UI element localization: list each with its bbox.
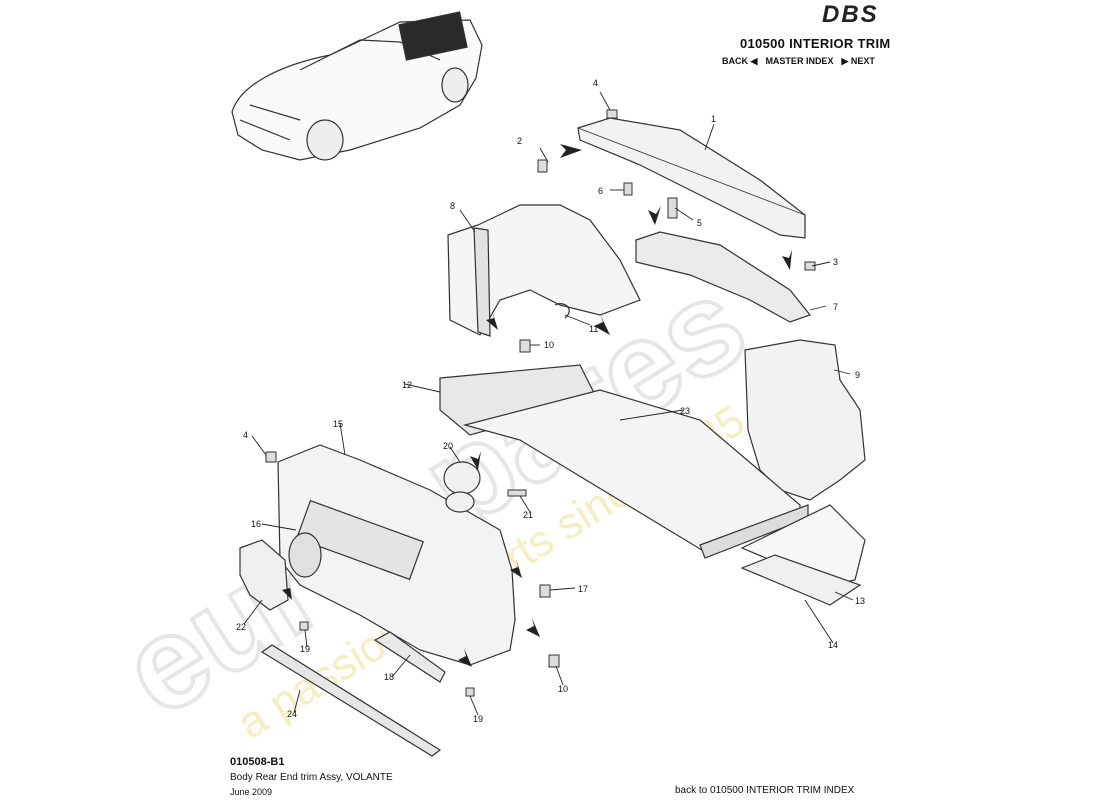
callout-8: 8 <box>450 201 455 211</box>
part-20-grille <box>443 461 481 513</box>
arrow-right-icon: ▶ <box>841 56 849 66</box>
master-index-link[interactable]: MASTER INDEX <box>765 56 834 66</box>
part-8-side-liner <box>447 204 641 337</box>
part-15-bulkhead-panel <box>277 444 516 666</box>
callout-14: 14 <box>828 640 838 650</box>
callout-17: 17 <box>578 584 588 594</box>
section-title: 010500 INTERIOR TRIM <box>740 36 891 51</box>
part-24-rod <box>260 644 442 757</box>
part-1-shelf-panel <box>577 117 806 239</box>
callout-24: 24 <box>287 709 297 719</box>
back-link[interactable]: BACK ◀ <box>722 56 757 67</box>
callout-15: 15 <box>333 419 343 429</box>
car-thumbnail <box>231 11 483 161</box>
part-22-bracket <box>239 539 289 611</box>
callout-19-left: 19 <box>300 644 310 654</box>
direction-arrows <box>282 144 792 667</box>
callout-9: 9 <box>855 370 860 380</box>
callout-10-lower: 10 <box>558 684 568 694</box>
callout-labels: 1 2 3 4 5 6 7 8 9 10 11 12 13 14 15 16 1… <box>236 78 865 724</box>
leader-lines <box>243 91 854 716</box>
callout-10: 10 <box>544 340 554 350</box>
callout-6: 6 <box>598 186 603 196</box>
callout-4: 4 <box>593 78 598 88</box>
part-7-shelf-trim <box>635 231 811 323</box>
part-13-14-mats <box>740 504 866 606</box>
part-9-wheelarch-trim <box>744 339 866 501</box>
svg-text:DBS: DBS <box>822 1 879 26</box>
back-to-index-link[interactable]: back to 010500 INTERIOR TRIM INDEX <box>675 785 855 796</box>
diagram-description: Body Rear End trim Assy, VOLANTE <box>230 772 393 783</box>
callout-13: 13 <box>855 596 865 606</box>
next-link[interactable]: ▶ NEXT <box>841 56 874 67</box>
callout-22: 22 <box>236 622 246 632</box>
callout-11: 11 <box>589 324 598 334</box>
callout-21: 21 <box>523 510 533 520</box>
callout-4-lower: 4 <box>243 430 248 440</box>
callout-23: 23 <box>680 406 690 416</box>
callout-5: 5 <box>697 218 702 228</box>
arrow-left-icon: ◀ <box>750 56 758 66</box>
next-label: NEXT <box>850 56 875 66</box>
callout-18: 18 <box>384 672 394 682</box>
diagram-code: 010508-B1 <box>230 756 285 768</box>
dbs-logo: DBS <box>822 1 879 26</box>
part-23-floor-panel <box>439 364 809 559</box>
diagram-date: June 2009 <box>230 787 273 797</box>
callout-7: 7 <box>833 302 838 312</box>
back-label: BACK <box>722 56 748 66</box>
callout-3: 3 <box>833 257 838 267</box>
callout-19-right: 19 <box>473 714 483 724</box>
callout-20: 20 <box>443 441 453 451</box>
callout-16: 16 <box>251 519 261 529</box>
callout-12: 12 <box>402 380 412 390</box>
navigation-bar: BACK ◀ MASTER INDEX ▶ NEXT <box>722 56 875 67</box>
callout-1: 1 <box>711 114 716 124</box>
callout-2: 2 <box>517 136 522 146</box>
part-18-strip <box>373 631 446 683</box>
fasteners <box>265 109 816 697</box>
